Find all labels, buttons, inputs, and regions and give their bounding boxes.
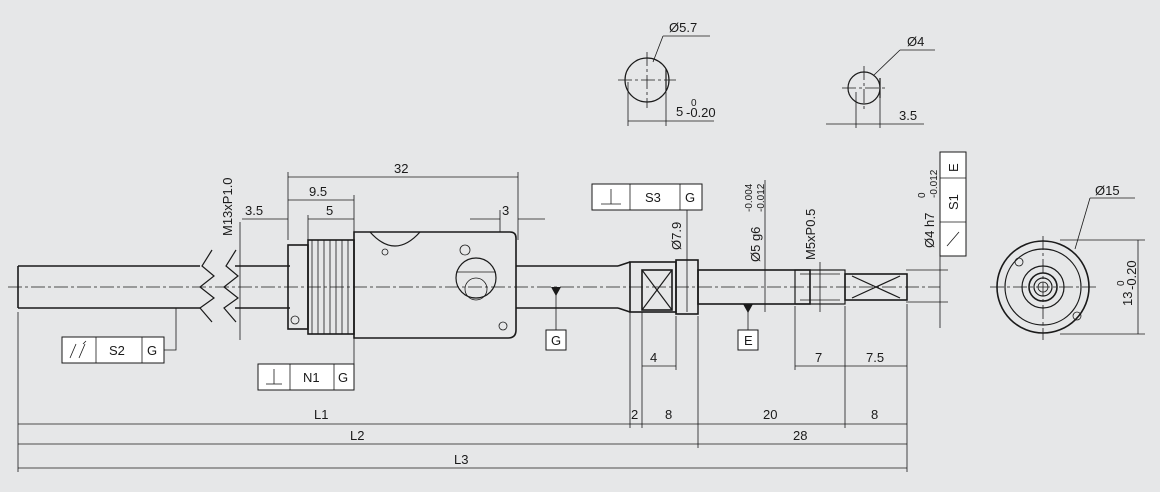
dim-13-tol-upper: 0 — [1116, 280, 1127, 286]
frame-n1-datum: G — [338, 370, 348, 385]
dim-3: 3 — [502, 203, 509, 218]
top-dimensions: 32 9.5 5 3.5 3 M13xP1.0 — [220, 161, 545, 340]
frame-s1: E S1 — [939, 151, 967, 257]
dim-3-5: 3.5 — [245, 203, 263, 218]
frame-s2: S2 G — [61, 308, 177, 364]
frame-s3: S3 G — [591, 183, 703, 216]
dim-4: 4 — [650, 350, 657, 365]
dim-dia4-h7-tol-upper: 0 — [917, 192, 928, 198]
frame-s1-value: S1 — [946, 194, 961, 210]
detail-a-flat-label: 5 — [676, 104, 683, 119]
dim-7: 7 — [815, 350, 822, 365]
frame-s2-value: S2 — [109, 343, 125, 358]
detail-a-tol-upper: 0 — [691, 98, 697, 109]
frame-n1-value: N1 — [303, 370, 320, 385]
dim-m5: M5xP0.5 — [803, 209, 818, 260]
dim-L2: L2 — [350, 428, 364, 443]
dim-dia15: Ø15 — [1095, 183, 1120, 198]
frame-s3-value: S3 — [645, 190, 661, 205]
ball-nut — [287, 231, 517, 339]
detail-b-diameter-label: Ø4 — [907, 34, 924, 49]
bottom-dimensions: 4 7 7.5 L1 2 8 20 8 L2 28 L3 — [17, 304, 908, 472]
perpendicularity-icon — [601, 189, 621, 205]
dim-dia4-h7: Ø4 h7 — [922, 213, 937, 248]
datum-e-label: E — [744, 333, 753, 348]
dim-28: 28 — [793, 428, 807, 443]
perpendicularity-icon — [266, 369, 282, 385]
dim-dia5-g6-tol-upper: -0.004 — [744, 183, 755, 212]
detail-a-tol-lower: -0.20 — [686, 105, 716, 120]
dim-dia5-g6: Ø5 g6 — [748, 227, 763, 262]
dim-dia7-9: Ø7.9 — [669, 222, 684, 250]
dim-L1: L1 — [314, 407, 328, 422]
datum-g: G — [545, 287, 567, 351]
dim-2: 2 — [631, 407, 638, 422]
dim-13-tol-lower: -0.20 — [1124, 260, 1139, 290]
dim-9-5: 9.5 — [309, 184, 327, 199]
circular-runout-icon — [946, 231, 960, 247]
frame-s1-datum: E — [946, 163, 961, 172]
dim-8b: 8 — [871, 407, 878, 422]
dim-8a: 8 — [665, 407, 672, 422]
dim-m13: M13xP1.0 — [220, 177, 235, 236]
detail-a-diameter-label: Ø5.7 — [669, 20, 697, 35]
dim-13: 13 — [1120, 292, 1135, 306]
datum-g-label: G — [551, 333, 561, 348]
dim-dia4-h7-tol-lower: -0.012 — [929, 169, 940, 198]
dim-20: 20 — [763, 407, 777, 422]
end-view: Ø15 13 0 -0.20 — [990, 183, 1145, 340]
circular-runout-icon — [69, 340, 87, 359]
detail-b-section: Ø4 3.5 — [826, 34, 935, 128]
dim-32: 32 — [394, 161, 408, 176]
dim-dia5-g6-tol-lower: -0.012 — [756, 183, 767, 212]
datum-e: E — [737, 304, 759, 351]
detail-a-section: Ø5.7 5 0 -0.20 — [618, 20, 716, 126]
frame-s3-datum: G — [685, 190, 695, 205]
frame-s2-datum: G — [147, 343, 157, 358]
detail-b-flat-label: 3.5 — [899, 108, 917, 123]
dim-7-5: 7.5 — [866, 350, 884, 365]
dim-L3: L3 — [454, 452, 468, 467]
frame-n1: N1 G — [257, 338, 355, 391]
dim-5: 5 — [326, 203, 333, 218]
